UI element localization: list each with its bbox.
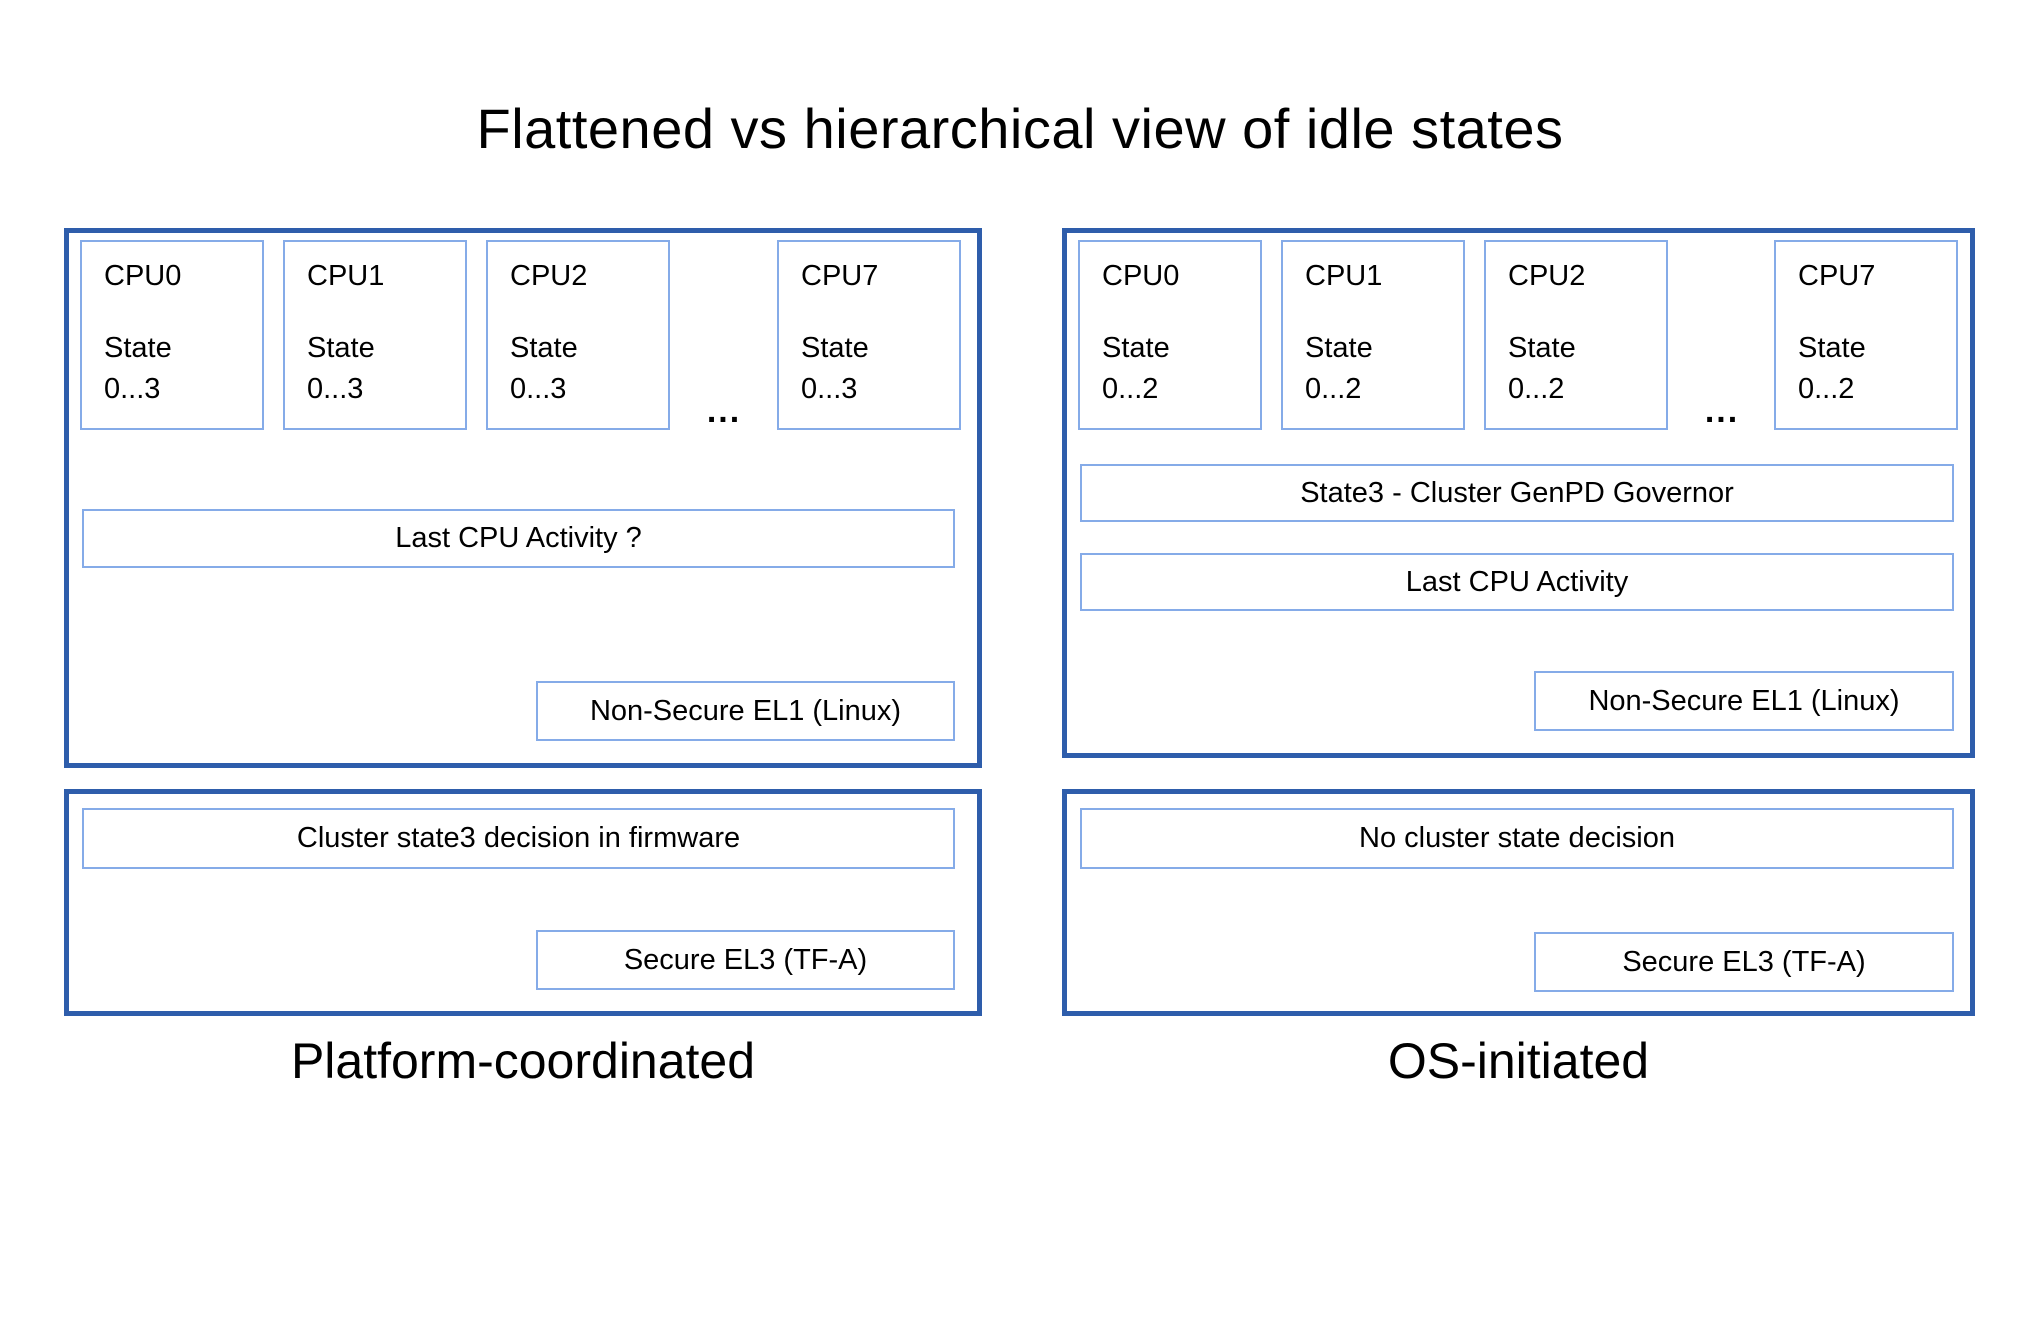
pc-cpu0-card: CPU0 State 0...3 xyxy=(80,240,264,430)
cpu-state: State 0...3 xyxy=(510,328,648,410)
pc-ellipsis-dots: ... xyxy=(706,392,742,430)
pc-cpu1-card: CPU1 State 0...3 xyxy=(283,240,467,430)
cpu-state-range: 0...3 xyxy=(801,372,858,405)
cpu-name: CPU7 xyxy=(801,260,879,292)
osi-cpu2-card: CPU2 State 0...2 xyxy=(1484,240,1668,430)
cpu-state: State 0...2 xyxy=(1798,328,1936,410)
cpu-state-label: State xyxy=(1798,331,1866,364)
osi-non-secure-el1-box: Non-Secure EL1 (Linux) xyxy=(1534,671,1954,731)
cpu-name: CPU2 xyxy=(510,260,588,292)
cpu-name: CPU0 xyxy=(1102,260,1180,292)
cpu-state-label: State xyxy=(1102,331,1170,364)
pc-caption: Platform-coordinated xyxy=(290,1033,756,1089)
pc-cluster-decision-bar: Cluster state3 decision in firmware xyxy=(82,808,955,869)
cpu-state-label: State xyxy=(1508,331,1576,364)
pc-cpu2-card: CPU2 State 0...3 xyxy=(486,240,670,430)
pc-non-secure-el1-box: Non-Secure EL1 (Linux) xyxy=(536,681,955,741)
cpu-state-label: State xyxy=(1305,331,1373,364)
osi-cpu0-card: CPU0 State 0...2 xyxy=(1078,240,1262,430)
cpu-state-label: State xyxy=(510,331,578,364)
osi-last-cpu-activity-bar: Last CPU Activity xyxy=(1080,553,1954,611)
cpu-state: State 0...2 xyxy=(1305,328,1443,410)
osi-ellipsis-dots: ... xyxy=(1704,392,1740,430)
cpu-state-range: 0...2 xyxy=(1102,372,1159,405)
cpu-state: State 0...3 xyxy=(104,328,242,410)
cpu-state-range: 0...3 xyxy=(104,372,161,405)
cpu-state-range: 0...3 xyxy=(307,372,364,405)
cpu-name: CPU0 xyxy=(104,260,182,292)
cpu-name: CPU1 xyxy=(1305,260,1383,292)
cpu-state: State 0...2 xyxy=(1102,328,1240,410)
cpu-state: State 0...2 xyxy=(1508,328,1646,410)
osi-cluster-decision-bar: No cluster state decision xyxy=(1080,808,1954,869)
cpu-state-label: State xyxy=(104,331,172,364)
osi-genpd-governor-bar: State3 - Cluster GenPD Governor xyxy=(1080,464,1954,522)
pc-secure-el3-box: Secure EL3 (TF-A) xyxy=(536,930,955,990)
pc-last-cpu-activity-bar: Last CPU Activity ? xyxy=(82,509,955,568)
cpu-state-range: 0...3 xyxy=(510,372,567,405)
cpu-state-range: 0...2 xyxy=(1305,372,1362,405)
cpu-name: CPU1 xyxy=(307,260,385,292)
cpu-state: State 0...3 xyxy=(801,328,939,410)
cpu-state: State 0...3 xyxy=(307,328,445,410)
diagram-title: Flattened vs hierarchical view of idle s… xyxy=(476,97,1564,160)
pc-cpu7-card: CPU7 State 0...3 xyxy=(777,240,961,430)
cpu-state-range: 0...2 xyxy=(1798,372,1855,405)
cpu-state-label: State xyxy=(801,331,869,364)
cpu-state-range: 0...2 xyxy=(1508,372,1565,405)
osi-cpu1-card: CPU1 State 0...2 xyxy=(1281,240,1465,430)
osi-caption: OS-initiated xyxy=(1387,1033,1650,1089)
osi-cpu7-card: CPU7 State 0...2 xyxy=(1774,240,1958,430)
cpu-state-label: State xyxy=(307,331,375,364)
osi-secure-el3-box: Secure EL3 (TF-A) xyxy=(1534,932,1954,992)
cpu-name: CPU2 xyxy=(1508,260,1586,292)
cpu-name: CPU7 xyxy=(1798,260,1876,292)
